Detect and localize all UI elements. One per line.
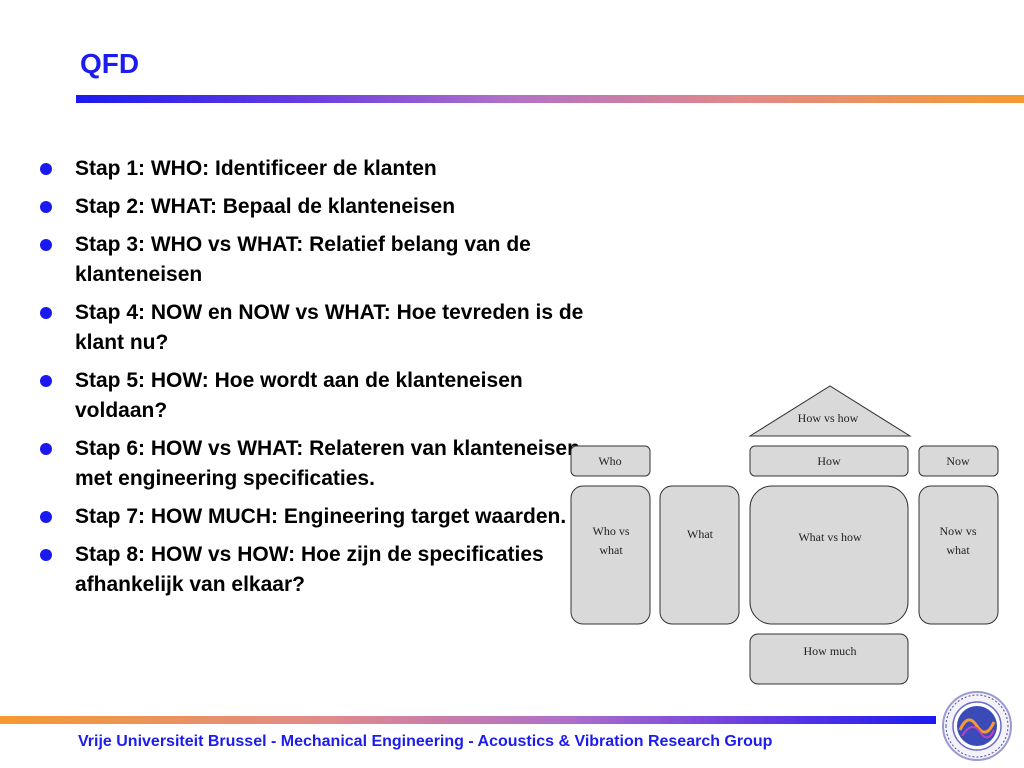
bullet-item: Stap 8: HOW vs HOW: Hoe zijn de specific… xyxy=(38,540,598,600)
who-vs-what-box xyxy=(570,485,651,625)
what-vs-how-label: What vs how xyxy=(798,530,862,544)
roof-triangle xyxy=(748,385,912,437)
bullet-list: Stap 1: WHO: Identificeer de klanten Sta… xyxy=(38,154,598,608)
how-much-label: How much xyxy=(804,644,857,658)
bullet-item: Stap 4: NOW en NOW vs WHAT: Hoe tevreden… xyxy=(38,298,598,358)
bullet-item: Stap 1: WHO: Identificeer de klanten xyxy=(38,154,598,184)
bullet-item: Stap 5: HOW: Hoe wordt aan de klanteneis… xyxy=(38,366,598,426)
now-vs-what-label-line1: Now vs xyxy=(939,524,976,538)
title-divider-bar xyxy=(76,95,1024,103)
now-vs-what-label-line2: what xyxy=(946,543,970,557)
bullet-text: Stap 3: WHO vs WHAT: Relatief belang van… xyxy=(75,233,531,286)
roof-label: How vs how xyxy=(798,411,859,425)
bullet-dot-icon xyxy=(40,163,52,175)
how-label: How xyxy=(817,454,841,468)
bullet-dot-icon xyxy=(40,239,52,251)
bullet-item: Stap 7: HOW MUCH: Engineering target waa… xyxy=(38,502,598,532)
who-box xyxy=(570,445,651,477)
footer-text: Vrije Universiteit Brussel - Mechanical … xyxy=(78,733,773,750)
bullet-dot-icon xyxy=(40,549,52,561)
bullet-text: Stap 4: NOW en NOW vs WHAT: Hoe tevreden… xyxy=(75,301,584,354)
bullet-item: Stap 6: HOW vs WHAT: Relateren van klant… xyxy=(38,434,598,494)
bullet-text: Stap 1: WHO: Identificeer de klanten xyxy=(75,157,437,180)
bullet-text: Stap 6: HOW vs WHAT: Relateren van klant… xyxy=(75,437,580,490)
bullet-text: Stap 2: WHAT: Bepaal de klanteneisen xyxy=(75,195,456,218)
who-vs-what-label-line2: what xyxy=(599,543,623,557)
bullet-dot-icon xyxy=(40,375,52,387)
bullet-item: Stap 2: WHAT: Bepaal de klanteneisen xyxy=(38,192,598,222)
now-label: Now xyxy=(946,454,970,468)
who-vs-what-label-line1: Who vs xyxy=(593,524,630,538)
bullet-dot-icon xyxy=(40,307,52,319)
slide-title: QFD xyxy=(80,48,140,79)
bullet-text: Stap 5: HOW: Hoe wordt aan de klanteneis… xyxy=(75,369,523,422)
bullet-item: Stap 3: WHO vs WHAT: Relatief belang van… xyxy=(38,230,598,290)
bullet-dot-icon xyxy=(40,511,52,523)
now-box xyxy=(918,445,999,477)
bullet-dot-icon xyxy=(40,201,52,213)
what-label: What xyxy=(687,527,714,541)
how-box xyxy=(749,445,909,477)
bullet-dot-icon xyxy=(40,443,52,455)
avrg-logo-icon xyxy=(938,690,1016,762)
what-vs-how-box xyxy=(749,485,909,625)
house-of-quality-diagram: How vs how Who How Now Who vs what What … xyxy=(568,384,1002,688)
who-label: Who xyxy=(598,454,621,468)
bullet-text: Stap 7: HOW MUCH: Engineering target waa… xyxy=(75,505,567,528)
how-much-box xyxy=(749,633,909,685)
bullet-text: Stap 8: HOW vs HOW: Hoe zijn de specific… xyxy=(75,543,544,596)
now-vs-what-box xyxy=(918,485,999,625)
footer-divider-bar xyxy=(0,716,936,724)
what-box xyxy=(659,485,740,625)
